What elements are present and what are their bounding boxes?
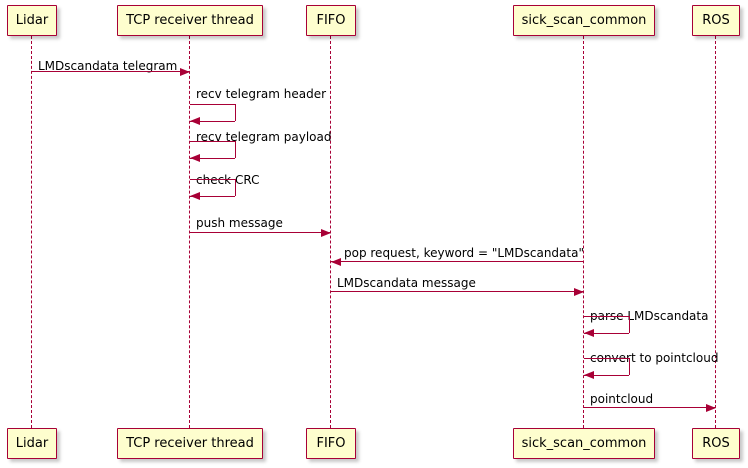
message-arrowhead-m9 xyxy=(584,371,594,379)
message-label-m9: convert to pointcloud xyxy=(590,351,719,365)
message-label-m4: check CRC xyxy=(196,173,260,187)
message-line-m4-bottom xyxy=(190,196,235,197)
message-label-m3: recv telegram payload xyxy=(196,130,332,144)
message-line-m3-top xyxy=(190,141,235,142)
message-arrowhead-m7 xyxy=(574,287,584,296)
participant-sick_scan_common-top[interactable]: sick_scan_common xyxy=(513,5,655,36)
message-arrowhead-m3 xyxy=(190,154,200,162)
lifeline-sick_scan_common xyxy=(583,36,585,428)
message-line-m9-top xyxy=(584,358,629,359)
message-label-m6: pop request, keyword = "LMDscandata" xyxy=(344,246,584,260)
participant-label-ros: ROS xyxy=(702,13,730,28)
participant-label-lidar: Lidar xyxy=(15,436,49,451)
message-line-m3-right xyxy=(235,141,236,158)
message-line-m2-bottom xyxy=(190,121,235,122)
message-line-m3-bottom xyxy=(190,158,235,159)
message-arrowhead-m4 xyxy=(190,192,200,200)
participant-lidar-bottom[interactable]: Lidar xyxy=(7,428,57,459)
message-line-m2-top xyxy=(190,104,235,105)
message-line-m8-top xyxy=(584,316,629,317)
message-line-m8-right xyxy=(629,316,630,333)
participant-fifo-bottom[interactable]: FIFO xyxy=(306,428,356,459)
message-label-m1: LMDscandata telegram xyxy=(38,59,178,73)
message-label-m5: push message xyxy=(196,216,283,230)
participant-sick_scan_common-bottom[interactable]: sick_scan_common xyxy=(513,428,655,459)
message-line-m8-bottom xyxy=(584,333,629,334)
message-arrowhead-m6 xyxy=(331,257,341,266)
lifeline-lidar xyxy=(31,36,33,428)
message-line-m7 xyxy=(331,291,584,292)
lifeline-tcp_receiver xyxy=(189,36,191,428)
message-arrowhead-m1 xyxy=(180,67,190,76)
message-line-m9-right xyxy=(629,358,630,375)
message-line-m1 xyxy=(32,71,190,72)
message-line-m4-top xyxy=(190,179,235,180)
message-line-m9-bottom xyxy=(584,375,629,376)
message-line-m6 xyxy=(331,261,584,262)
participant-label-sick_scan_common: sick_scan_common xyxy=(521,13,647,28)
message-label-m7: LMDscandata message xyxy=(337,276,476,290)
participant-ros-top[interactable]: ROS xyxy=(692,5,740,36)
participant-label-lidar: Lidar xyxy=(15,13,49,28)
message-line-m5 xyxy=(190,232,331,233)
message-label-m10: pointcloud xyxy=(590,392,654,406)
participant-label-tcp_receiver: TCP receiver thread xyxy=(126,436,254,451)
participant-ros-bottom[interactable]: ROS xyxy=(692,428,740,459)
participant-label-fifo: FIFO xyxy=(316,436,346,451)
participant-label-fifo: FIFO xyxy=(316,13,346,28)
message-line-m4-right xyxy=(235,179,236,196)
lifeline-ros xyxy=(715,36,717,428)
message-label-m8: parse LMDscandata xyxy=(590,309,709,323)
participant-label-tcp_receiver: TCP receiver thread xyxy=(126,13,254,28)
message-arrowhead-m2 xyxy=(190,117,200,125)
message-line-m10 xyxy=(584,407,716,408)
message-arrowhead-m10 xyxy=(706,403,716,412)
participant-label-ros: ROS xyxy=(702,436,730,451)
message-line-m2-right xyxy=(235,104,236,121)
participant-lidar-top[interactable]: Lidar xyxy=(7,5,57,36)
message-arrowhead-m8 xyxy=(584,329,594,337)
participant-label-sick_scan_common: sick_scan_common xyxy=(521,436,647,451)
message-label-m2: recv telegram header xyxy=(196,87,327,101)
message-arrowhead-m5 xyxy=(321,228,331,237)
participant-fifo-top[interactable]: FIFO xyxy=(306,5,356,36)
participant-tcp_receiver-bottom[interactable]: TCP receiver thread xyxy=(117,428,263,459)
participant-tcp_receiver-top[interactable]: TCP receiver thread xyxy=(117,5,263,36)
